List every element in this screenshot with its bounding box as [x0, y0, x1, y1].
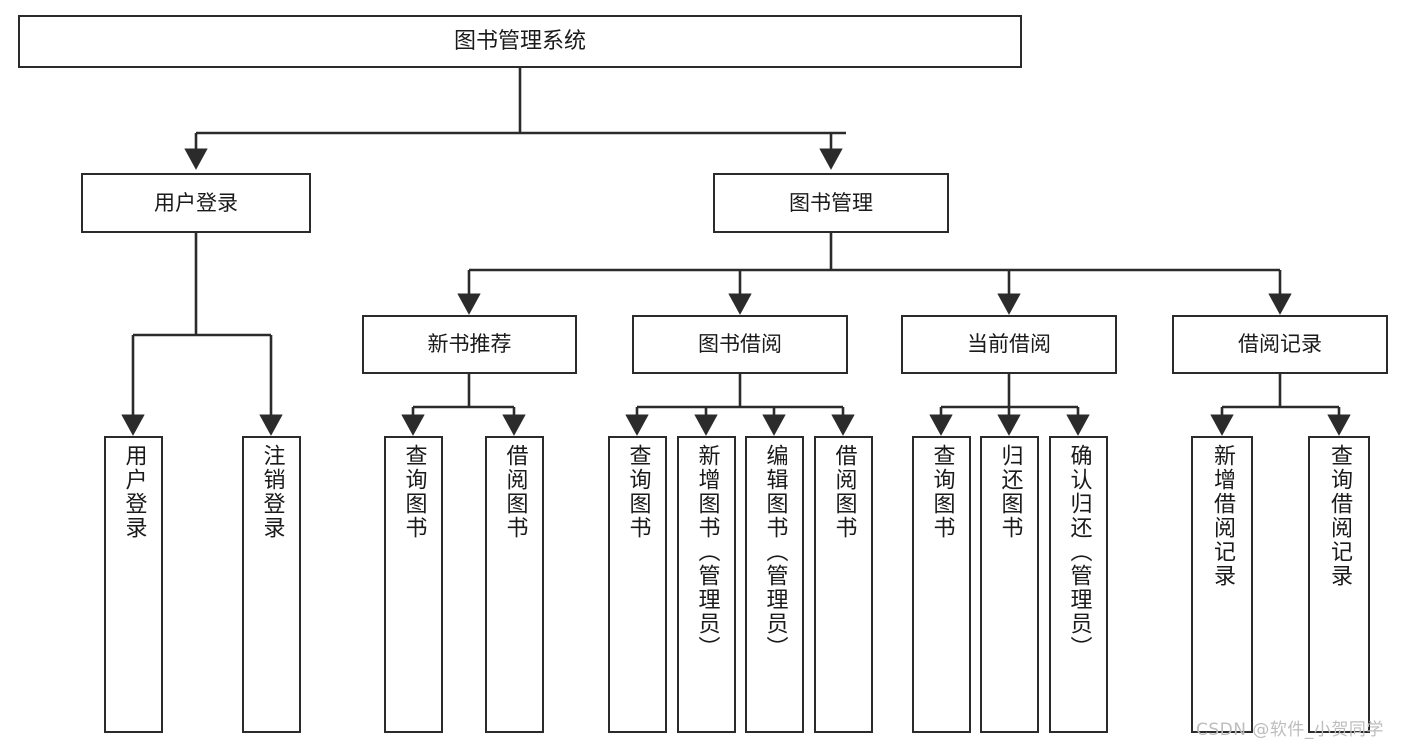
node-label: 用户登录	[121, 444, 147, 540]
node-label: 新书推荐	[427, 332, 512, 357]
node-label: 编辑图书（管理员）	[762, 444, 788, 660]
node-new-book-recommend[interactable]: 新书推荐	[362, 315, 577, 374]
node-label: 查询图书	[401, 444, 427, 540]
csdn-watermark: CSDN @软件_小贺同学	[1196, 720, 1384, 740]
node-label: 借阅记录	[1238, 332, 1322, 357]
node-label: 新增图书（管理员）	[694, 444, 720, 660]
node-label: 确认归还（管理员）	[1066, 444, 1092, 660]
node-label: 借阅图书	[502, 444, 528, 540]
leaf-recommend-query-book[interactable]: 查询图书	[384, 436, 443, 733]
leaf-recommend-borrow-book[interactable]: 借阅图书	[485, 436, 544, 733]
node-book-management[interactable]: 图书管理	[713, 173, 949, 233]
leaf-record-add-record[interactable]: 新增借阅记录	[1191, 436, 1253, 733]
leaf-borrow-query-book[interactable]: 查询图书	[608, 436, 667, 733]
leaf-user-login-logout[interactable]: 注销登录	[242, 436, 301, 733]
node-root-book-management-system[interactable]: 图书管理系统	[18, 15, 1022, 68]
node-label: 图书管理	[789, 190, 873, 215]
node-label: 注销登录	[259, 444, 285, 540]
node-user-login[interactable]: 用户登录	[81, 173, 311, 233]
leaf-borrow-borrow-book[interactable]: 借阅图书	[814, 436, 873, 733]
node-label: 查询图书	[625, 444, 651, 540]
node-label: 当前借阅	[967, 332, 1051, 357]
node-borrow-record[interactable]: 借阅记录	[1172, 315, 1388, 374]
leaf-user-login-login[interactable]: 用户登录	[104, 436, 163, 733]
node-current-borrow[interactable]: 当前借阅	[901, 315, 1117, 374]
node-label: 查询借阅记录	[1327, 444, 1352, 588]
node-book-borrow[interactable]: 图书借阅	[632, 315, 848, 374]
node-label: 用户登录	[154, 190, 238, 215]
node-label: 查询图书	[929, 444, 955, 540]
leaf-current-query-book[interactable]: 查询图书	[912, 436, 971, 733]
node-label: 图书管理系统	[453, 28, 586, 54]
node-label: 借阅图书	[831, 444, 857, 540]
node-label: 归还图书	[997, 444, 1023, 540]
node-label: 图书借阅	[698, 332, 782, 357]
leaf-borrow-add-book-admin[interactable]: 新增图书（管理员）	[677, 436, 736, 733]
leaf-borrow-edit-book-admin[interactable]: 编辑图书（管理员）	[745, 436, 804, 733]
leaf-current-return-book[interactable]: 归还图书	[980, 436, 1039, 733]
node-label: 新增借阅记录	[1210, 444, 1235, 588]
leaf-record-query-record[interactable]: 查询借阅记录	[1308, 436, 1370, 733]
leaf-current-confirm-return-admin[interactable]: 确认归还（管理员）	[1049, 436, 1108, 733]
